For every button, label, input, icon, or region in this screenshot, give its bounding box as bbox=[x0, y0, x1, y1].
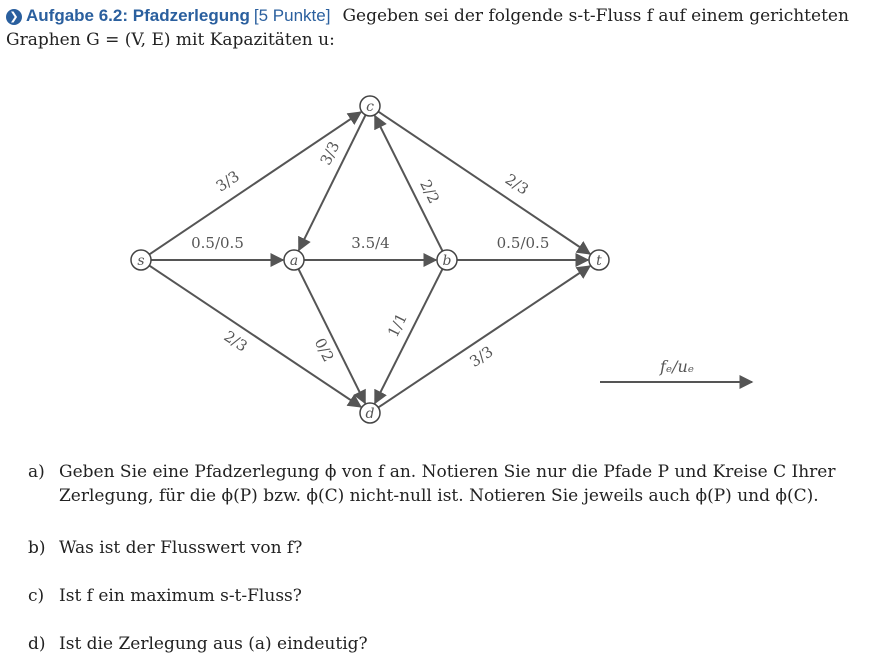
edge-s-c bbox=[148, 111, 363, 256]
edge-label-a-b: 3.5/4 bbox=[351, 234, 389, 252]
question-text: Was ist der Flusswert von f? bbox=[59, 538, 303, 558]
edge-b-d bbox=[374, 268, 444, 405]
intro-line-2: Graphen G = (V, E) mit Kapazitäten u: bbox=[6, 30, 335, 50]
legend: fₑ/uₑ bbox=[600, 357, 754, 389]
question-label: d) bbox=[28, 634, 46, 654]
question-label: c) bbox=[28, 586, 45, 606]
node-label: t bbox=[596, 253, 602, 269]
edge-s-d bbox=[148, 264, 363, 408]
node-s: s bbox=[130, 249, 152, 271]
node-a: a bbox=[283, 249, 305, 271]
edge-label-c-a: 3/3 bbox=[317, 138, 344, 168]
node-t: t bbox=[588, 249, 610, 271]
edge-label-b-t: 0.5/0.5 bbox=[497, 234, 550, 252]
node-d: d bbox=[359, 402, 381, 424]
question-label: a) bbox=[28, 462, 45, 482]
edge-c-t bbox=[377, 110, 592, 255]
edge-label-s-c: 3/3 bbox=[213, 167, 243, 195]
node-label: s bbox=[137, 253, 144, 269]
edge-d-t bbox=[377, 265, 592, 409]
edge-c-a bbox=[297, 114, 367, 252]
question-text: Ist f ein maximum s-t-Fluss? bbox=[59, 586, 302, 606]
circle-arrow-right-icon: ❯ bbox=[6, 9, 22, 25]
task-title: Aufgabe 6.2: Pfadzerlegung bbox=[26, 6, 250, 25]
question-label: b) bbox=[28, 538, 46, 558]
edge-label-c-t: 2/3 bbox=[502, 170, 532, 198]
node-label: c bbox=[366, 99, 374, 115]
edge-b-c bbox=[374, 114, 444, 252]
edge-label-s-a: 0.5/0.5 bbox=[191, 234, 244, 252]
legend-label: fₑ/uₑ bbox=[659, 357, 694, 376]
question-text: Ist die Zerlegung aus (a) eindeutig? bbox=[59, 634, 368, 654]
task-header: ❯Aufgabe 6.2: Pfadzerlegung[5 Punkte] Geg… bbox=[6, 4, 874, 52]
edge-label-b-c: 2/2 bbox=[416, 177, 443, 207]
edge-label-b-d: 1/1 bbox=[384, 310, 411, 340]
intro-line-1: Gegeben sei der folgende s-t-Fluss f auf… bbox=[342, 6, 849, 26]
node-label: b bbox=[443, 253, 452, 269]
question-text: Geben Sie eine Pfadzerlegung ϕ von f an.… bbox=[59, 462, 836, 482]
edge-a-d bbox=[297, 268, 367, 405]
node-c: c bbox=[359, 95, 381, 117]
question-text: Zerlegung, für die ϕ(P) bzw. ϕ(C) nicht-… bbox=[59, 486, 819, 506]
node-label: a bbox=[290, 253, 298, 269]
task-points: [5 Punkte] bbox=[253, 6, 331, 25]
node-b: b bbox=[436, 249, 458, 271]
node-label: d bbox=[366, 406, 375, 422]
